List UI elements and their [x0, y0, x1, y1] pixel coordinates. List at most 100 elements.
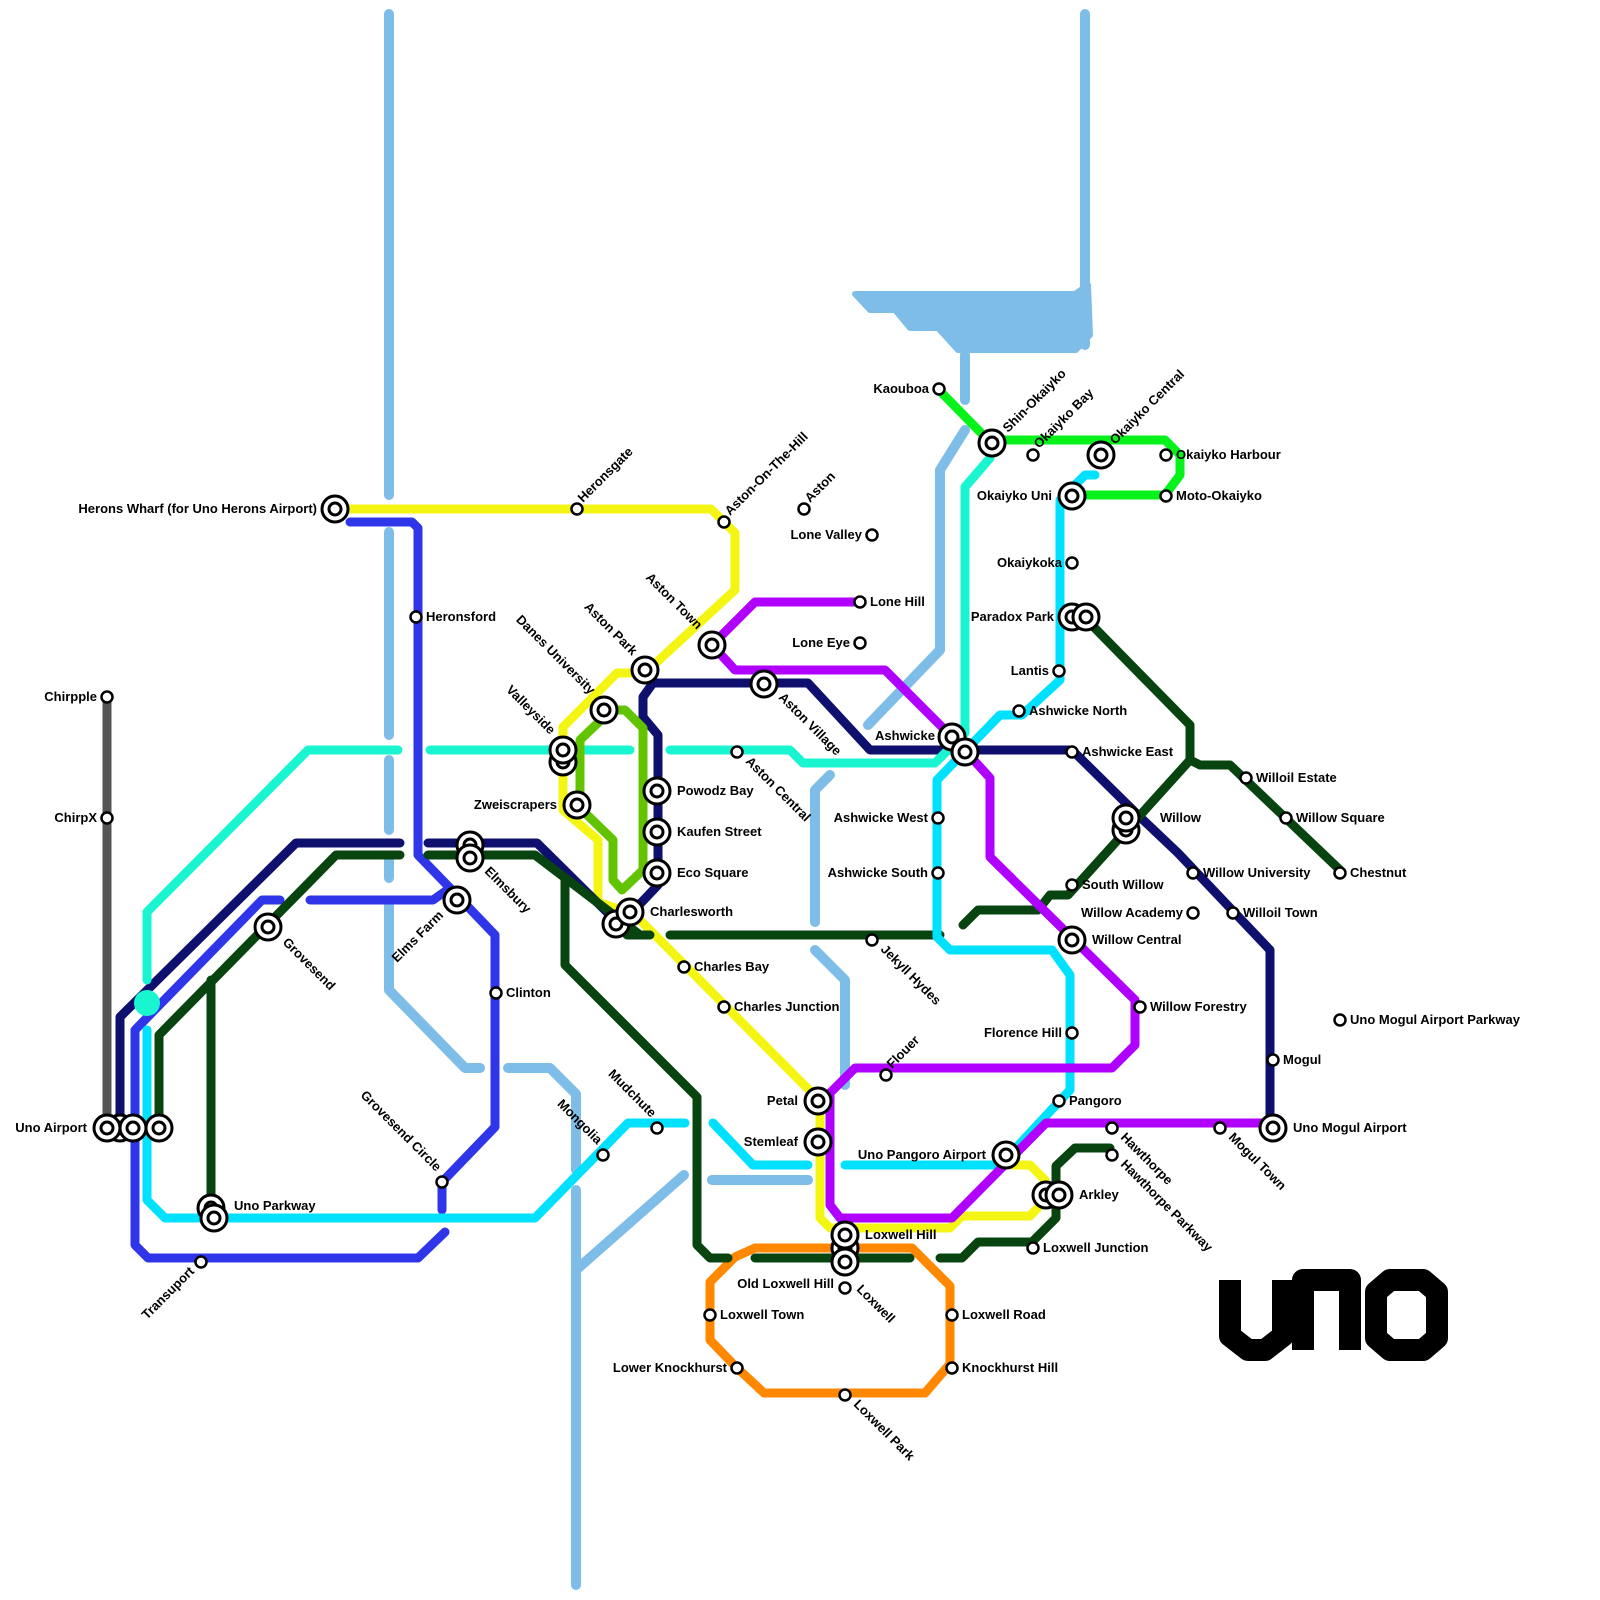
station-aston[interactable]: Aston [797, 468, 839, 516]
station-willow-forestry[interactable]: Willow Forestry [1133, 999, 1248, 1014]
station-clinton[interactable]: Clinton [489, 985, 551, 1000]
station-label: Clinton [506, 985, 551, 1000]
station-chestnut[interactable]: Chestnut [1333, 865, 1408, 880]
station-label: Uno Airport [15, 1120, 87, 1135]
station-charles-bay[interactable]: Charles Bay [677, 959, 770, 974]
station-willow-university[interactable]: Willow University [1186, 865, 1312, 880]
station-dot-icon [931, 866, 945, 880]
station-label: Aston Town [643, 570, 706, 633]
station-dot-icon [931, 811, 945, 825]
station-loxwell-town[interactable]: Loxwell Town [703, 1307, 805, 1322]
station-lone-valley[interactable]: Lone Valley [790, 527, 879, 542]
station-uno-airport[interactable]: Uno Airport [15, 1113, 122, 1143]
station-uno-parkway[interactable]: Uno Parkway [199, 1198, 316, 1233]
station-powodz-bay[interactable]: Powodz Bay [642, 776, 754, 806]
river-east [707, 9, 1090, 1185]
station-okaiyko-uni[interactable]: Okaiyko Uni [977, 481, 1087, 511]
station-label: Uno Mogul Airport [1293, 1120, 1407, 1135]
station-dot-icon [1052, 664, 1066, 678]
station-ashwicke[interactable]: Ashwicke [875, 728, 980, 767]
station-arkley[interactable]: Arkley [1044, 1180, 1120, 1210]
station-dot-icon [1052, 1094, 1066, 1108]
station-lone-hill[interactable]: Lone Hill [853, 594, 925, 609]
station-label: Pangoro [1069, 1093, 1122, 1108]
station-label: Ashwicke South [828, 865, 928, 880]
interchange-icon-inner [555, 742, 571, 758]
station-loxwell[interactable]: Loxwell [838, 1281, 899, 1326]
interchange-icon-inner [810, 1093, 826, 1109]
station-label: Willow University [1203, 865, 1311, 880]
station-okaiyko-harbour[interactable]: Okaiyko Harbour [1159, 447, 1281, 462]
station-label: Okaiyko Uni [977, 488, 1052, 503]
station-uno-mogul-airport[interactable]: Uno Mogul Airport [1258, 1113, 1407, 1143]
station-label: Aston Park [581, 599, 641, 659]
station-willoil-town[interactable]: Willoil Town [1226, 905, 1318, 920]
station-florence-hill[interactable]: Florence Hill [984, 1025, 1079, 1040]
station-dot-icon [945, 1308, 959, 1322]
station-dot-icon [194, 1255, 208, 1269]
station-paradox-park[interactable]: Paradox Park [971, 602, 1101, 632]
station-grovesend-circle[interactable]: Grovesend Circle [358, 1087, 449, 1189]
station-mongolia[interactable]: Mongolia [555, 1096, 610, 1162]
station-mogul[interactable]: Mogul [1266, 1052, 1322, 1067]
station-chirpple[interactable]: Chirpple [44, 689, 114, 704]
station-ashwicke-east[interactable]: Ashwicke East [1065, 744, 1174, 759]
station-kaufen-street[interactable]: Kaufen Street [642, 817, 762, 847]
station-label: Charles Bay [694, 959, 770, 974]
station-willow-square[interactable]: Willow Square [1279, 810, 1385, 825]
station-okaiykoka[interactable]: Okaiykoka [997, 555, 1079, 570]
station-willoil-estate[interactable]: Willoil Estate [1239, 770, 1337, 785]
station-lone-eye[interactable]: Lone Eye [792, 635, 867, 650]
station-label: Stemleaf [744, 1134, 799, 1149]
station-ashwicke-north[interactable]: Ashwicke North [1012, 703, 1128, 718]
station-label: Uno Parkway [234, 1198, 316, 1213]
station-transuport[interactable]: Transuport [138, 1255, 208, 1323]
station-chirpx[interactable]: ChirpX [54, 810, 114, 825]
station-lower-knockhurst[interactable]: Lower Knockhurst [613, 1360, 744, 1375]
station-loxwell-road[interactable]: Loxwell Road [945, 1307, 1046, 1322]
station-herons-wharf[interactable]: Herons Wharf (for Uno Herons Airport) [78, 494, 350, 524]
station-moto-okaiyko[interactable]: Moto-Okaiyko [1159, 488, 1263, 503]
station-south-willow[interactable]: South Willow [1065, 877, 1165, 892]
station-dot-icon [879, 1068, 893, 1082]
station-dot-icon [853, 595, 867, 609]
station-label: Florence Hill [984, 1025, 1062, 1040]
station-charles-junction[interactable]: Charles Junction [717, 999, 840, 1014]
station-dot-icon [1159, 489, 1173, 503]
station-ashwicke-south[interactable]: Ashwicke South [828, 865, 945, 880]
station-stemleaf[interactable]: Stemleaf [744, 1127, 833, 1157]
station-heronsford[interactable]: Heronsford [409, 609, 497, 624]
station-zweiscrapers[interactable]: Zweiscrapers [474, 790, 592, 820]
station-dot-icon [730, 745, 744, 759]
station-willow[interactable]: Willow [1111, 803, 1202, 833]
station-lantis[interactable]: Lantis [1011, 663, 1066, 678]
interchange-ring-inner [151, 1120, 167, 1136]
station-loxwell-junction[interactable]: Loxwell Junction [1026, 1240, 1149, 1255]
station-label: Powodz Bay [677, 783, 754, 798]
interchange-icon-inner [1093, 447, 1109, 463]
station-jekyll-hydes[interactable]: Jekyll Hydes [865, 933, 945, 1008]
station-heronsgate[interactable]: Heronsgate [570, 444, 636, 516]
station-old-loxwell-hill[interactable]: Old Loxwell Hill [737, 1247, 860, 1291]
station-ashwicke-west[interactable]: Ashwicke West [834, 810, 945, 825]
station-charlesworth[interactable]: Charlesworth [615, 897, 733, 927]
station-willow-central[interactable]: Willow Central [1057, 925, 1181, 955]
station-uno-pangoro-airport[interactable]: Uno Pangoro Airport [858, 1140, 1021, 1170]
station-label: Herons Wharf (for Uno Herons Airport) [78, 501, 317, 516]
station-loxwell-hill[interactable]: Loxwell Hill [830, 1220, 937, 1250]
station-pangoro[interactable]: Pangoro [1052, 1093, 1122, 1108]
station-eco-square[interactable]: Eco Square [642, 858, 749, 888]
station-petal[interactable]: Petal [767, 1086, 833, 1116]
station-flouer[interactable]: Flouer [879, 1032, 923, 1082]
uno-logo [1219, 1269, 1448, 1361]
station-knockhurst-hill[interactable]: Knockhurst Hill [945, 1360, 1059, 1375]
station-loxwell-park[interactable]: Loxwell Park [838, 1388, 919, 1464]
station-willow-academy[interactable]: Willow Academy [1081, 905, 1200, 920]
station-uno-mogul-airport-parkway[interactable]: Uno Mogul Airport Parkway [1333, 1012, 1521, 1027]
water-bodies [384, 9, 1093, 1590]
station-grovesend[interactable]: Grovesend [253, 912, 339, 993]
station-kaouboa[interactable]: Kaouboa [873, 381, 946, 396]
station-label: Aston [802, 468, 839, 505]
station-label: Mudchute [605, 1066, 659, 1120]
station-aston-on-the-hill[interactable]: Aston-On-The-Hill [717, 429, 811, 529]
